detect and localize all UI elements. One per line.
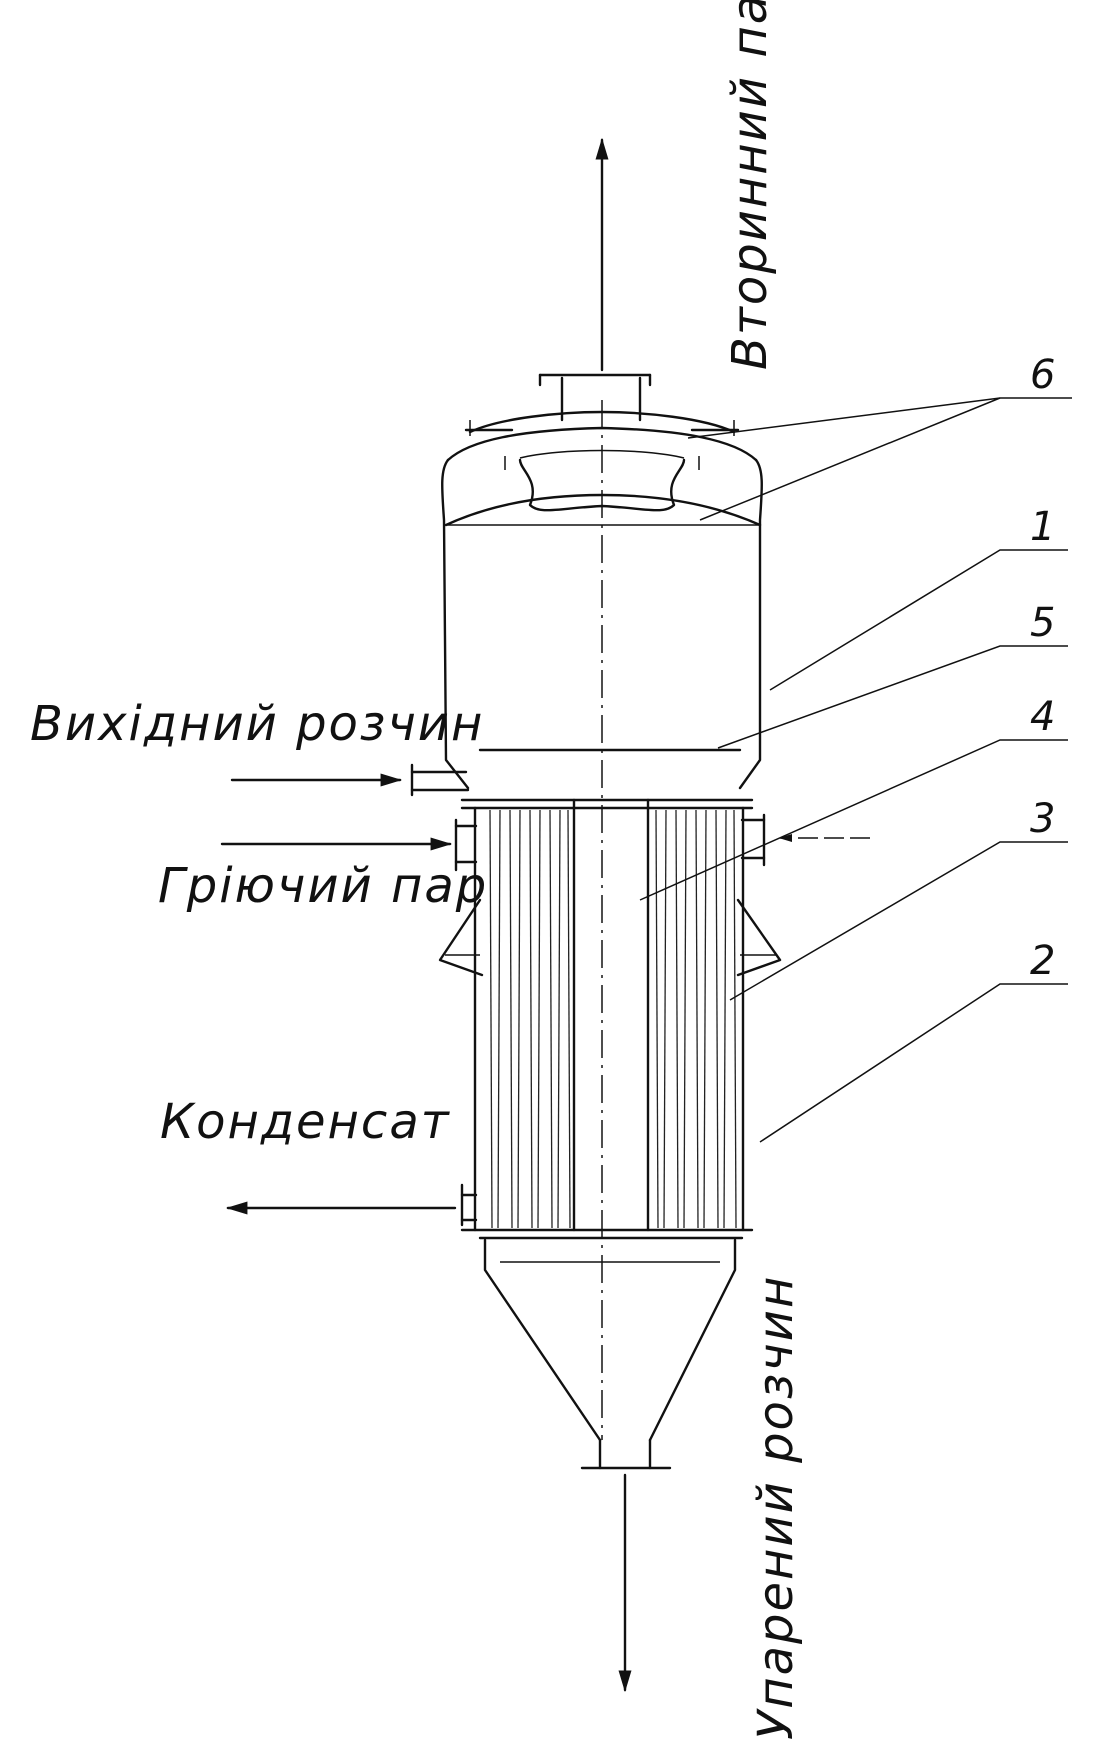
part-number-4: 4	[1030, 694, 1055, 740]
top-tube-sheet	[460, 798, 754, 810]
bottom-cone	[483, 1238, 737, 1470]
label-evaporated-solution: Упарений розчин	[748, 1275, 804, 1740]
feed-nozzle	[410, 763, 470, 797]
leader-lines	[639, 397, 1072, 1143]
separator-dome	[446, 410, 758, 462]
entrainment-separator	[504, 449, 700, 512]
tube-bundle-right	[655, 809, 737, 1229]
label-initial-solution: Вихідний розчин	[30, 696, 484, 752]
part-number-6: 6	[1030, 352, 1055, 398]
part-number-1: 1	[1030, 504, 1055, 550]
heating-chamber	[460, 806, 754, 1240]
label-secondary-steam: Вторинний пар	[722, 0, 778, 370]
condensate-nozzle	[460, 1183, 478, 1227]
part-number-2: 2	[1030, 938, 1055, 984]
label-heating-steam: Гріючий пар	[158, 858, 488, 914]
label-condensate: Конденсат	[160, 1094, 451, 1150]
support-lugs	[438, 898, 782, 977]
tube-bundle-left	[489, 809, 571, 1229]
part-number-5: 5	[1030, 600, 1055, 646]
heating-steam-nozzles	[454, 813, 766, 872]
upper-vessel	[441, 458, 763, 790]
part-number-3: 3	[1030, 796, 1055, 842]
circulation-tube	[572, 798, 650, 1232]
